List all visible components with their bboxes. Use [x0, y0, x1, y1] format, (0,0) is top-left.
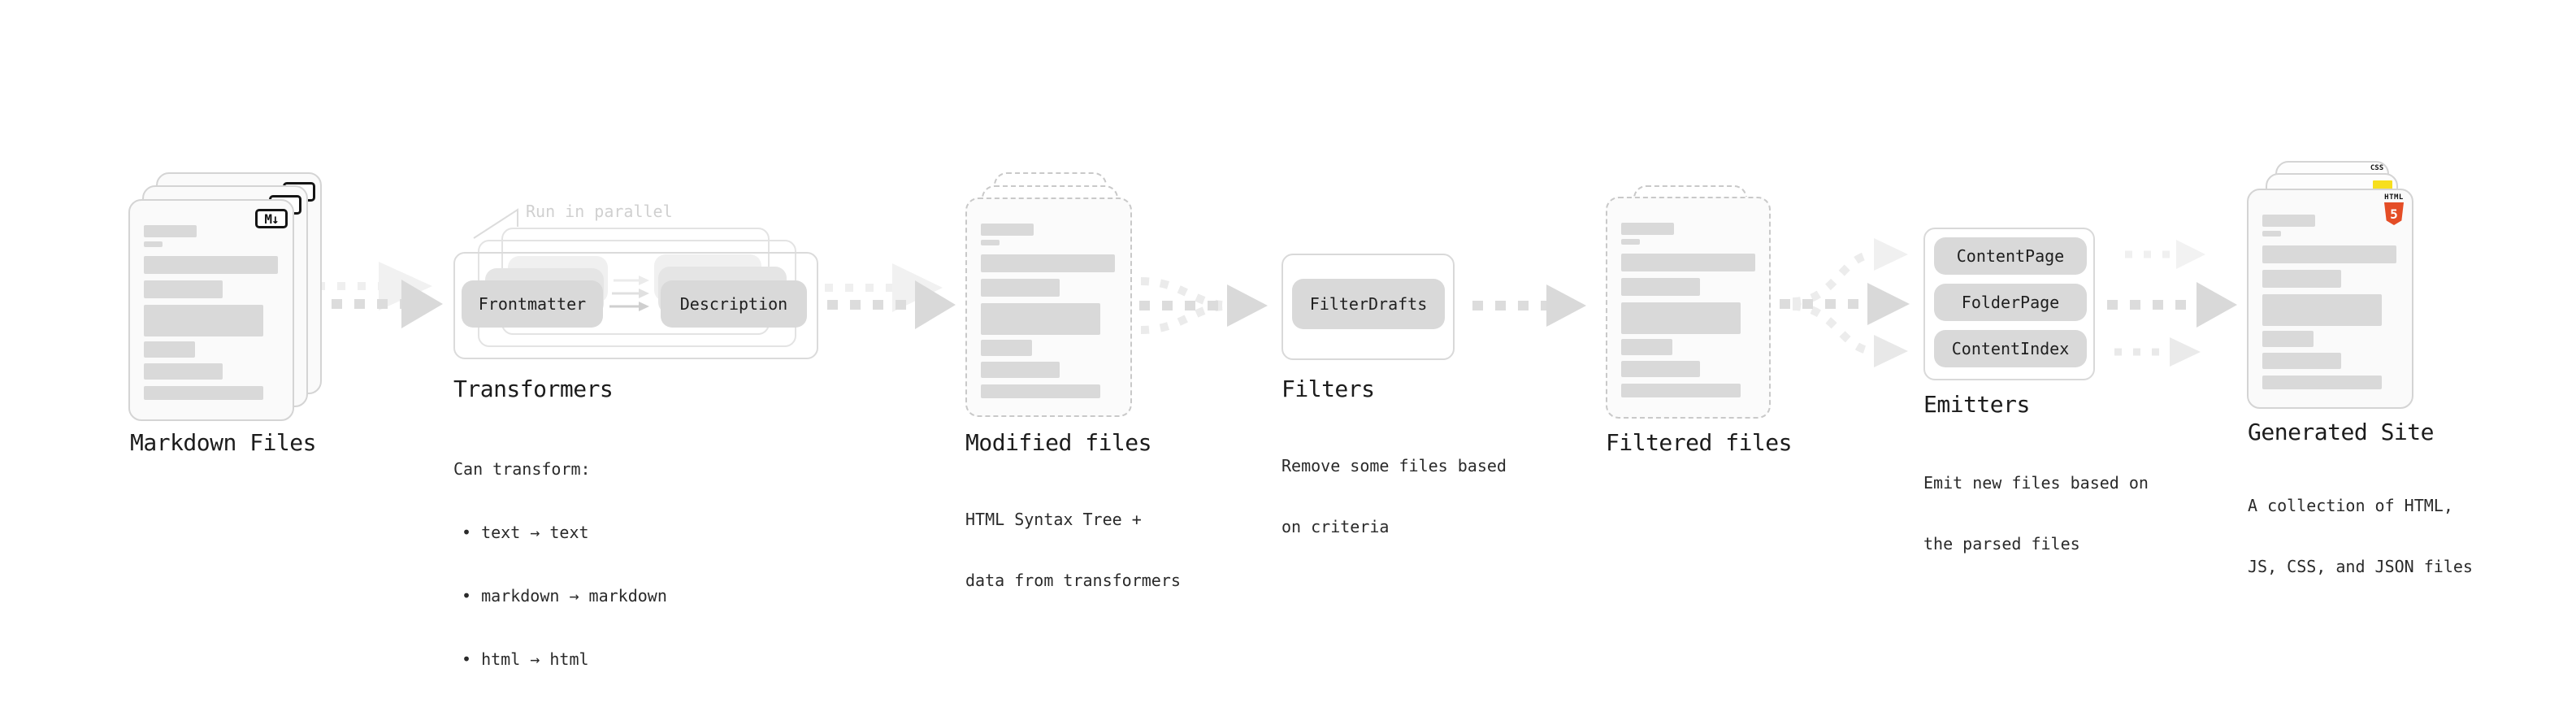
generated-site-description: A collection of HTML, JS, CSS, and JSON … — [2248, 455, 2473, 618]
transformers-description: Can transform: • text → text • markdown … — [453, 416, 667, 712]
doc-text-line — [981, 279, 1060, 297]
doc-text-line — [1621, 223, 1674, 235]
emitters-description: Emit new files based on the parsed files — [1923, 432, 2149, 595]
generated-file-card-front: HTML 5 — [2247, 189, 2413, 409]
modified-file-card-front — [965, 198, 1132, 417]
doc-text-line — [2262, 270, 2341, 288]
description-line: on criteria — [1281, 517, 1390, 536]
filters-description: Remove some files based on criteria — [1281, 415, 1507, 578]
description-line: Emit new files based on — [1923, 473, 2149, 493]
javascript-icon — [2373, 180, 2392, 189]
doc-text-line — [1621, 339, 1672, 355]
doc-text-line — [2262, 231, 2281, 237]
doc-text-line — [2262, 245, 2396, 263]
doc-text-line — [144, 225, 197, 237]
transformers-label: Transformers — [453, 376, 614, 402]
doc-text-line — [1621, 254, 1755, 271]
transformer-box-front — [453, 252, 818, 359]
markdown-icon: M↓ — [255, 209, 288, 228]
modified-files-description: HTML Syntax Tree + data from transformer… — [965, 469, 1181, 632]
contentindex-pill: ContentIndex — [1934, 330, 2087, 367]
html5-icon: HTML 5 — [2383, 194, 2405, 225]
doc-text-line — [144, 341, 195, 358]
description-pill: Description — [661, 280, 807, 328]
doc-text-line — [981, 340, 1032, 356]
transformers-bullet: • text → text — [462, 523, 589, 542]
doc-text-line — [981, 240, 1000, 245]
filters-label: Filters — [1281, 376, 1375, 402]
generated-site-label: Generated Site — [2248, 419, 2435, 445]
doc-text-line — [144, 363, 223, 380]
doc-text-line — [1621, 361, 1700, 377]
doc-text-line — [144, 280, 223, 298]
doc-text-line — [2262, 376, 2382, 389]
doc-text-line — [144, 256, 278, 274]
arrow-markdown-to-transformers — [309, 262, 443, 328]
doc-text-line — [981, 254, 1115, 272]
contentpage-pill: ContentPage — [1934, 237, 2087, 275]
doc-text-line — [144, 386, 263, 400]
run-in-parallel-annotation: Run in parallel — [526, 202, 673, 221]
description-line: HTML Syntax Tree + — [965, 510, 1142, 529]
transformers-bullet: • markdown → markdown — [462, 586, 667, 606]
doc-text-line — [1621, 384, 1741, 397]
doc-text-line — [981, 384, 1100, 398]
doc-text-line — [1621, 278, 1700, 296]
html5-icon-word: HTML — [2384, 193, 2404, 202]
filtered-files-label: Filtered files — [1606, 429, 1793, 456]
doc-text-line — [2262, 353, 2341, 369]
frontmatter-pill: Frontmatter — [462, 280, 603, 328]
modified-files-label: Modified files — [965, 429, 1152, 456]
emitters-label: Emitters — [1923, 391, 2030, 418]
doc-text-line — [2262, 331, 2314, 347]
doc-text-line — [981, 362, 1060, 378]
markdown-file-card-front: M↓ — [128, 199, 294, 421]
doc-text-line — [981, 224, 1034, 236]
arrow-modified-to-filters — [1139, 277, 1268, 334]
transformers-desc-heading: Can transform: — [453, 459, 591, 479]
description-line: the parsed files — [1923, 534, 2080, 554]
arrow-filters-to-filtered — [1472, 284, 1586, 327]
folderpage-pill: FolderPage — [1934, 284, 2087, 321]
description-line: data from transformers — [965, 571, 1181, 590]
doc-text-line — [2262, 215, 2315, 227]
description-line: A collection of HTML, — [2248, 496, 2453, 515]
markdown-files-label: Markdown Files — [130, 429, 317, 456]
doc-text-line — [981, 303, 1100, 335]
filterdrafts-pill: FilterDrafts — [1292, 279, 1445, 329]
filtered-file-card-front — [1606, 197, 1771, 419]
doc-text-line — [144, 305, 263, 336]
doc-text-line — [2262, 294, 2382, 326]
arrow-filtered-to-emitters — [1780, 238, 1910, 367]
css-icon-label: CSS — [2370, 164, 2384, 172]
pipeline-diagram: M↓ M↓ M↓ Markdown Files Frontmatter Desc… — [128, 161, 2473, 669]
doc-text-line — [1621, 302, 1741, 334]
transformers-bullet: • html → html — [462, 649, 589, 669]
doc-text-line — [1621, 239, 1640, 245]
arrow-transformers-to-modified — [825, 263, 956, 329]
html5-icon-shield: 5 — [2384, 202, 2404, 225]
arrow-emitters-to-generated — [2107, 240, 2237, 367]
description-line: JS, CSS, and JSON files — [2248, 557, 2473, 576]
description-line: Remove some files based — [1281, 456, 1507, 475]
doc-text-line — [144, 241, 163, 247]
